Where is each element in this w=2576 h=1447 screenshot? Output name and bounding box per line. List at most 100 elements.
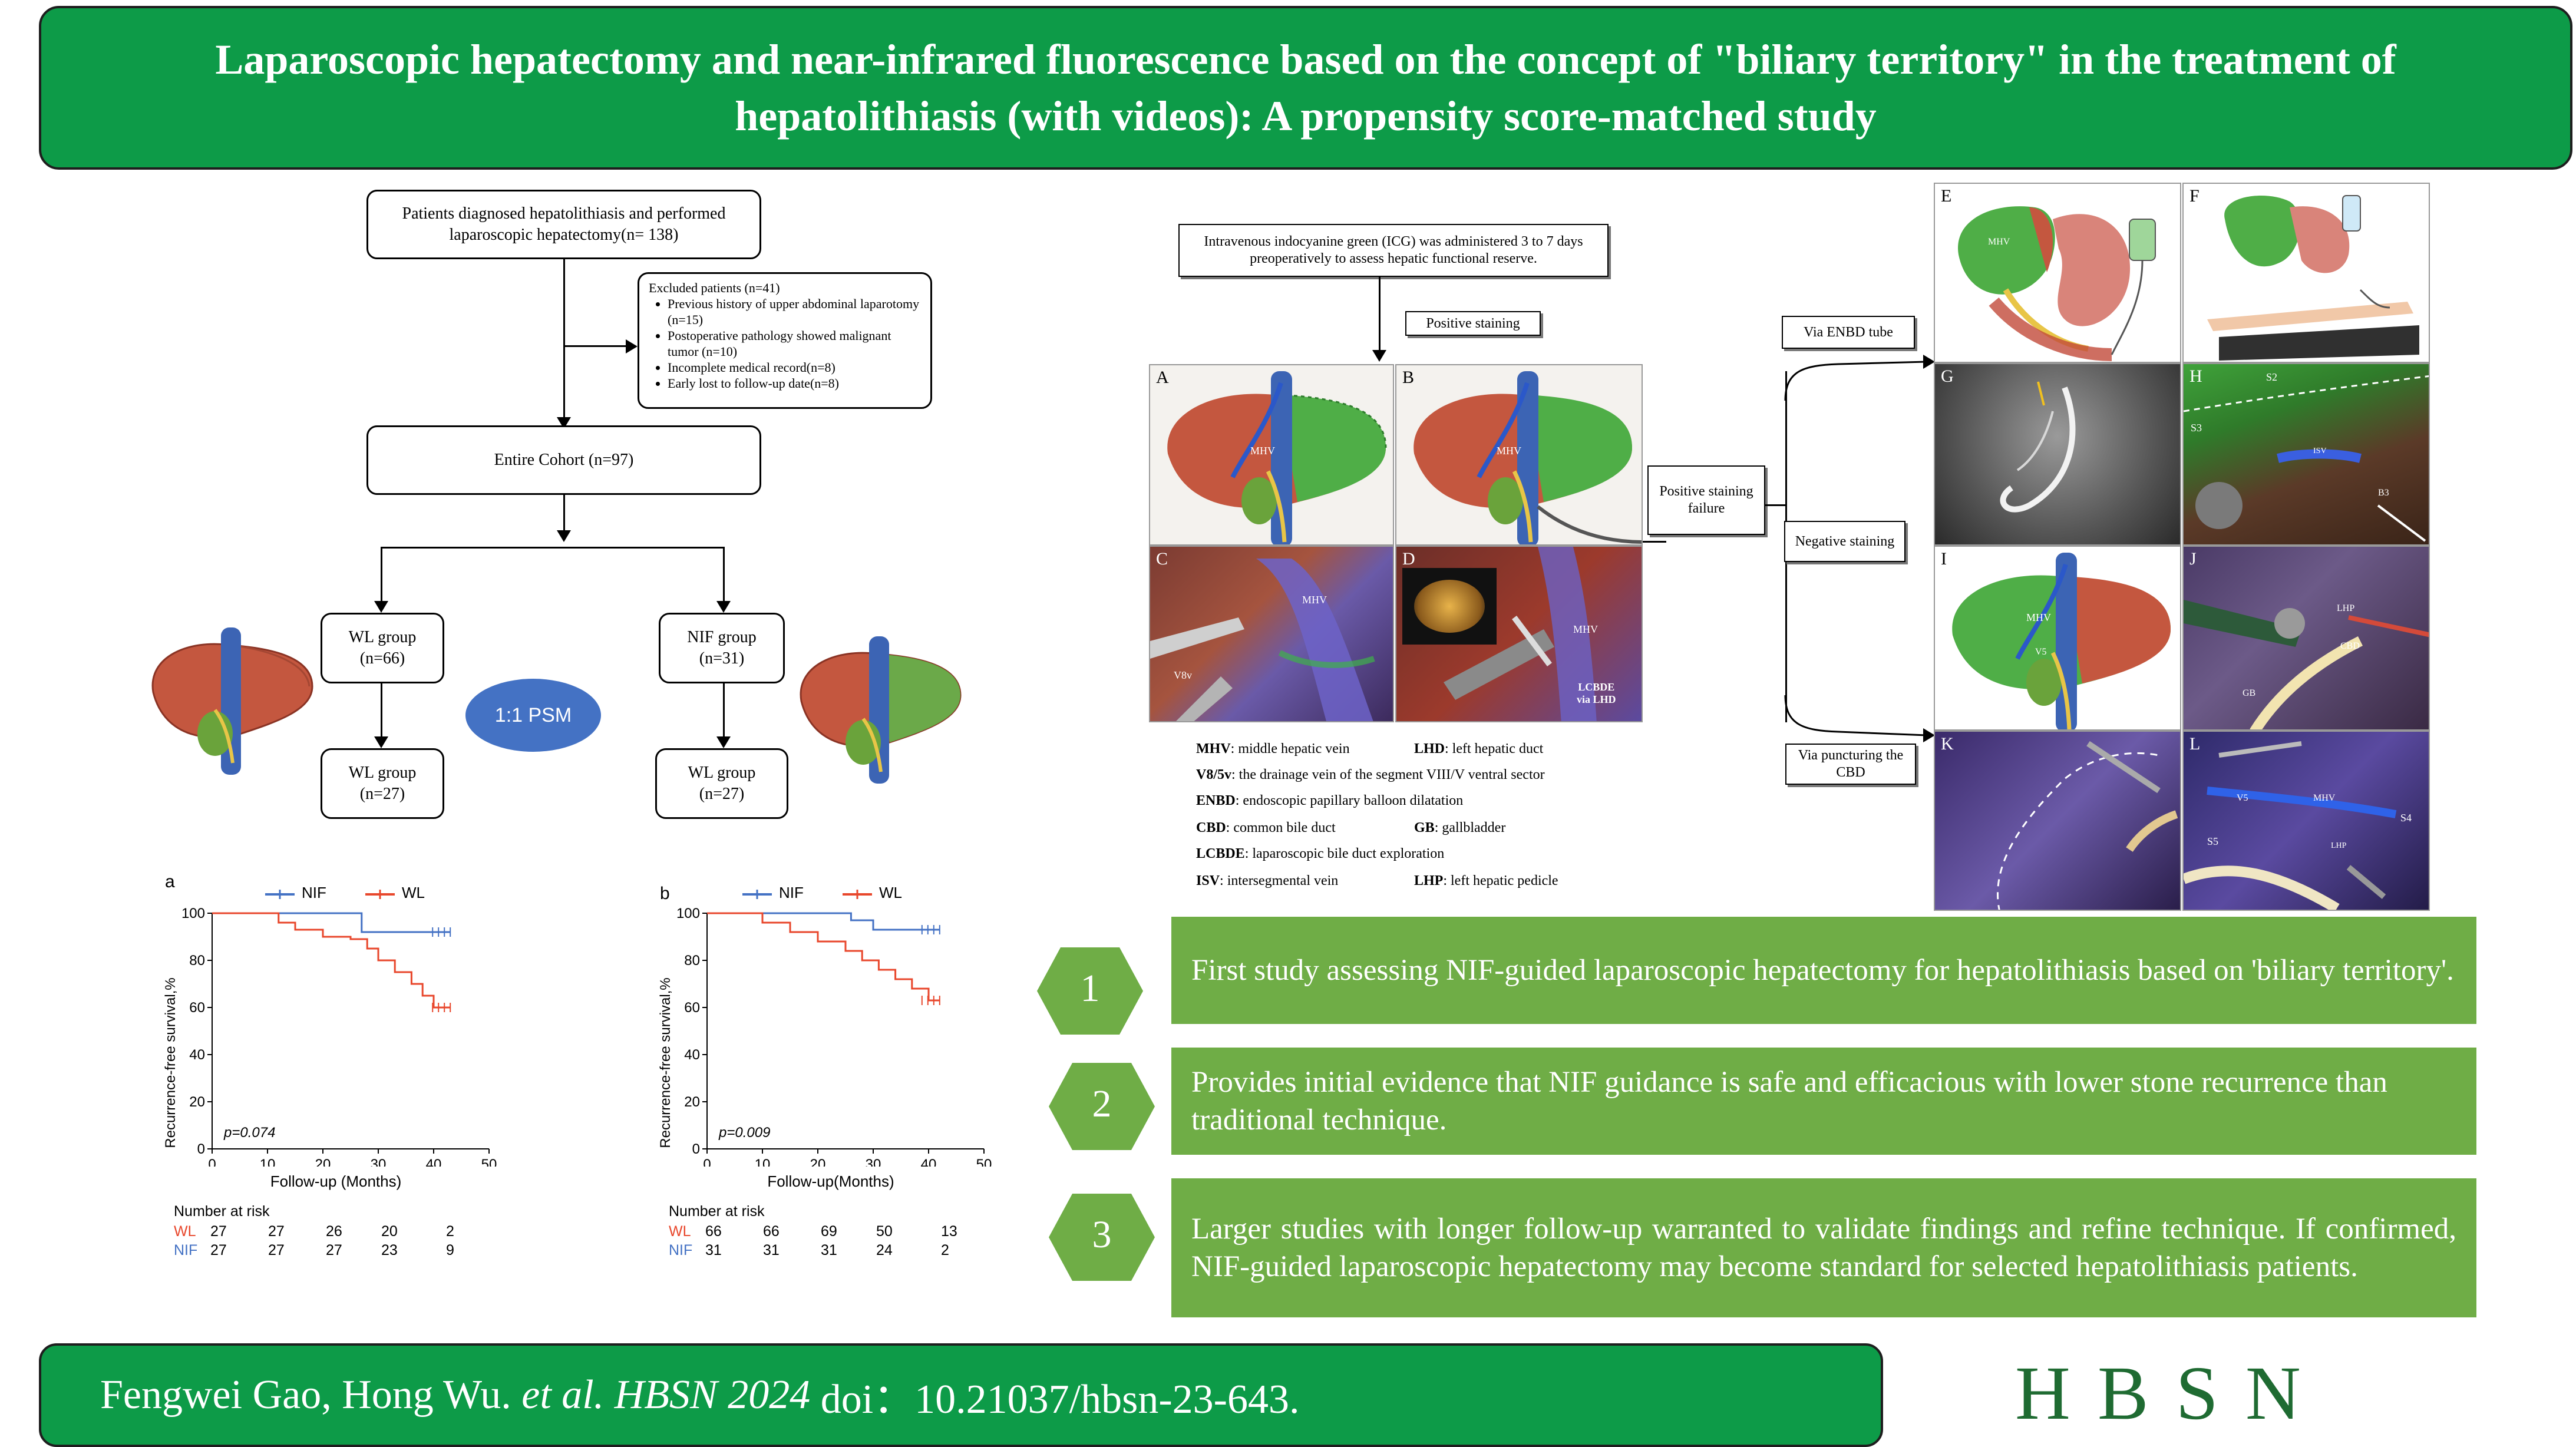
excluded-box: Excluded patients (n=41) Previous histor… bbox=[638, 272, 932, 409]
risk-value: 27 bbox=[326, 1242, 342, 1258]
patients-box: Patients diagnosed hepatolithiasis and p… bbox=[366, 190, 761, 259]
s3-label: S3 bbox=[2191, 422, 2202, 434]
risk-value: 24 bbox=[876, 1242, 893, 1258]
key-point-box: Provides initial evidence that NIF guida… bbox=[1171, 1048, 2476, 1155]
panel-f-illustration: F bbox=[2182, 183, 2430, 363]
abbr-def: : laparoscopic bile duct exploration bbox=[1244, 846, 1445, 861]
risk-label-wl: WL bbox=[174, 1223, 196, 1240]
risk-value: 27 bbox=[210, 1223, 227, 1240]
km-curve-nif bbox=[212, 912, 451, 933]
branch-bracket bbox=[1784, 361, 1927, 736]
panel-label: F bbox=[2189, 186, 2199, 206]
y-tick-label: 20 bbox=[684, 1094, 700, 1110]
negative-staining-box: Negative staining bbox=[1784, 521, 1905, 562]
x-tick-label: 40 bbox=[426, 1157, 442, 1167]
abbr-def: : endoscopic papillary balloon dilatatio… bbox=[1235, 793, 1464, 808]
abbr-term: V8/5v bbox=[1196, 767, 1231, 782]
x-axis-label: Follow-up(Months) bbox=[767, 1172, 894, 1190]
risk-value: 50 bbox=[876, 1223, 893, 1240]
panel-label: G bbox=[1941, 366, 1954, 386]
abbr-term: LCBDE bbox=[1196, 846, 1245, 861]
y-tick-label: 20 bbox=[189, 1094, 205, 1110]
nif-group-text: NIF group (n=31) bbox=[687, 628, 757, 668]
risk-value: 27 bbox=[268, 1223, 285, 1240]
y-tick-label: 100 bbox=[676, 907, 700, 921]
risk-row-wl: WL 27 27 26 20 2 bbox=[174, 1223, 504, 1241]
x-tick-label: 0 bbox=[208, 1157, 216, 1167]
risk-value: 23 bbox=[381, 1242, 398, 1258]
panel-b-liver-diagram: B MHV bbox=[1395, 364, 1643, 546]
key-point-badge bbox=[1037, 947, 1143, 1035]
panel-label: E bbox=[1941, 186, 1952, 206]
s2-label: S2 bbox=[2266, 371, 2278, 383]
panel-e-illustration: E MHV bbox=[1934, 183, 2181, 363]
abbr-def: : gallbladder bbox=[1434, 820, 1506, 835]
positive-staining-box: Positive staining bbox=[1405, 311, 1541, 336]
chart-panel-label: a bbox=[165, 872, 175, 891]
y-tick-label: 40 bbox=[189, 1047, 205, 1063]
abbr-def: : common bile duct bbox=[1226, 820, 1336, 835]
risk-label-nif: NIF bbox=[174, 1242, 198, 1258]
risk-value: 2 bbox=[941, 1242, 949, 1258]
x-tick-label: 50 bbox=[481, 1157, 497, 1167]
x-tick-label: 0 bbox=[703, 1157, 711, 1167]
wl-group-text: WL group (n=66) bbox=[348, 628, 417, 668]
v5-label: V5 bbox=[2035, 647, 2047, 657]
abbr-term: LHD bbox=[1414, 741, 1445, 756]
page-title: Laparoscopic hepatectomy and near-infrar… bbox=[215, 36, 2396, 140]
entire-cohort-text: Entire Cohort (n=97) bbox=[494, 451, 634, 469]
legend: NIF WL bbox=[742, 884, 990, 907]
icg-box: Intravenous indocyanine green (ICG) was … bbox=[1178, 224, 1609, 277]
abbr-term: MHV bbox=[1196, 741, 1231, 756]
abbr-row: V8/5v: the drainage vein of the segment … bbox=[1196, 766, 1545, 784]
abbr-def: : middle hepatic vein bbox=[1230, 741, 1350, 756]
abbr-term: ENBD bbox=[1196, 793, 1236, 808]
panel-k-surgical-photo: K bbox=[1934, 731, 2181, 911]
panel-j-surgical-photo: J LHP CBD GB bbox=[2182, 546, 2430, 731]
risk-value: 66 bbox=[763, 1223, 780, 1240]
risk-value: 27 bbox=[268, 1242, 285, 1258]
p-value: p=0.009 bbox=[718, 1125, 770, 1141]
patients-text: Patients diagnosed hepatolithiasis and p… bbox=[402, 204, 726, 244]
p-value: p=0.074 bbox=[223, 1125, 275, 1141]
positive-failure-text: Positive staining failure bbox=[1659, 484, 1753, 516]
isv-label: ISV bbox=[2313, 447, 2327, 455]
b3-label: B3 bbox=[2378, 488, 2389, 498]
nif-matched-box: WL group (n=27) bbox=[655, 748, 788, 819]
km-curve-nif bbox=[707, 912, 940, 931]
risk-value: 66 bbox=[705, 1223, 722, 1240]
panel-a-liver-diagram: A MHV bbox=[1149, 364, 1394, 546]
citation-journal: HBSN 2024 bbox=[614, 1372, 811, 1418]
legend-wl: WL bbox=[879, 884, 902, 901]
abbr-def: : left hepatic duct bbox=[1445, 741, 1544, 756]
nif-matched-text: WL group (n=27) bbox=[688, 764, 756, 803]
risk-value: 26 bbox=[326, 1223, 342, 1240]
cbd-label: CBD bbox=[2340, 641, 2360, 651]
risk-title: Number at risk bbox=[174, 1203, 270, 1220]
risk-value: 9 bbox=[446, 1242, 454, 1258]
y-tick-label: 60 bbox=[189, 1000, 205, 1016]
risk-value: 13 bbox=[941, 1223, 957, 1240]
mhv-label: MHV bbox=[1302, 594, 1327, 606]
panel-i-liver-diagram: I MHV V5 bbox=[1934, 546, 2181, 731]
liver-illustration-wl bbox=[151, 627, 313, 775]
gb-label: GB bbox=[2243, 688, 2256, 698]
chart-panel-label: b bbox=[660, 884, 670, 903]
abbr-term: ISV bbox=[1196, 873, 1220, 888]
key-point-box: First study assessing NIF-guided laparos… bbox=[1171, 917, 2476, 1024]
title-banner: Laparoscopic hepatectomy and near-infrar… bbox=[39, 6, 2572, 170]
via-puncturing-box: Via puncturing the CBD bbox=[1785, 744, 1916, 785]
abbr-row: MHV: middle hepatic vein bbox=[1196, 740, 1350, 758]
x-tick-label: 10 bbox=[260, 1157, 276, 1167]
x-tick-label: 30 bbox=[866, 1157, 881, 1167]
v8-label: V8v bbox=[1174, 669, 1192, 681]
mhv-label: MHV bbox=[1250, 445, 1276, 457]
risk-row-nif: NIF 27 27 27 23 9 bbox=[174, 1242, 504, 1260]
excluded-item: Incomplete medical record(n=8) bbox=[668, 359, 921, 375]
psm-ellipse: 1:1 PSM bbox=[465, 679, 601, 752]
y-tick-label: 0 bbox=[197, 1141, 205, 1157]
panel-g-xray: G bbox=[1934, 363, 2181, 546]
panel-label: K bbox=[1941, 734, 1954, 754]
x-axis-label: Follow-up (Months) bbox=[270, 1172, 402, 1190]
mhv-label: MHV bbox=[1497, 445, 1522, 457]
